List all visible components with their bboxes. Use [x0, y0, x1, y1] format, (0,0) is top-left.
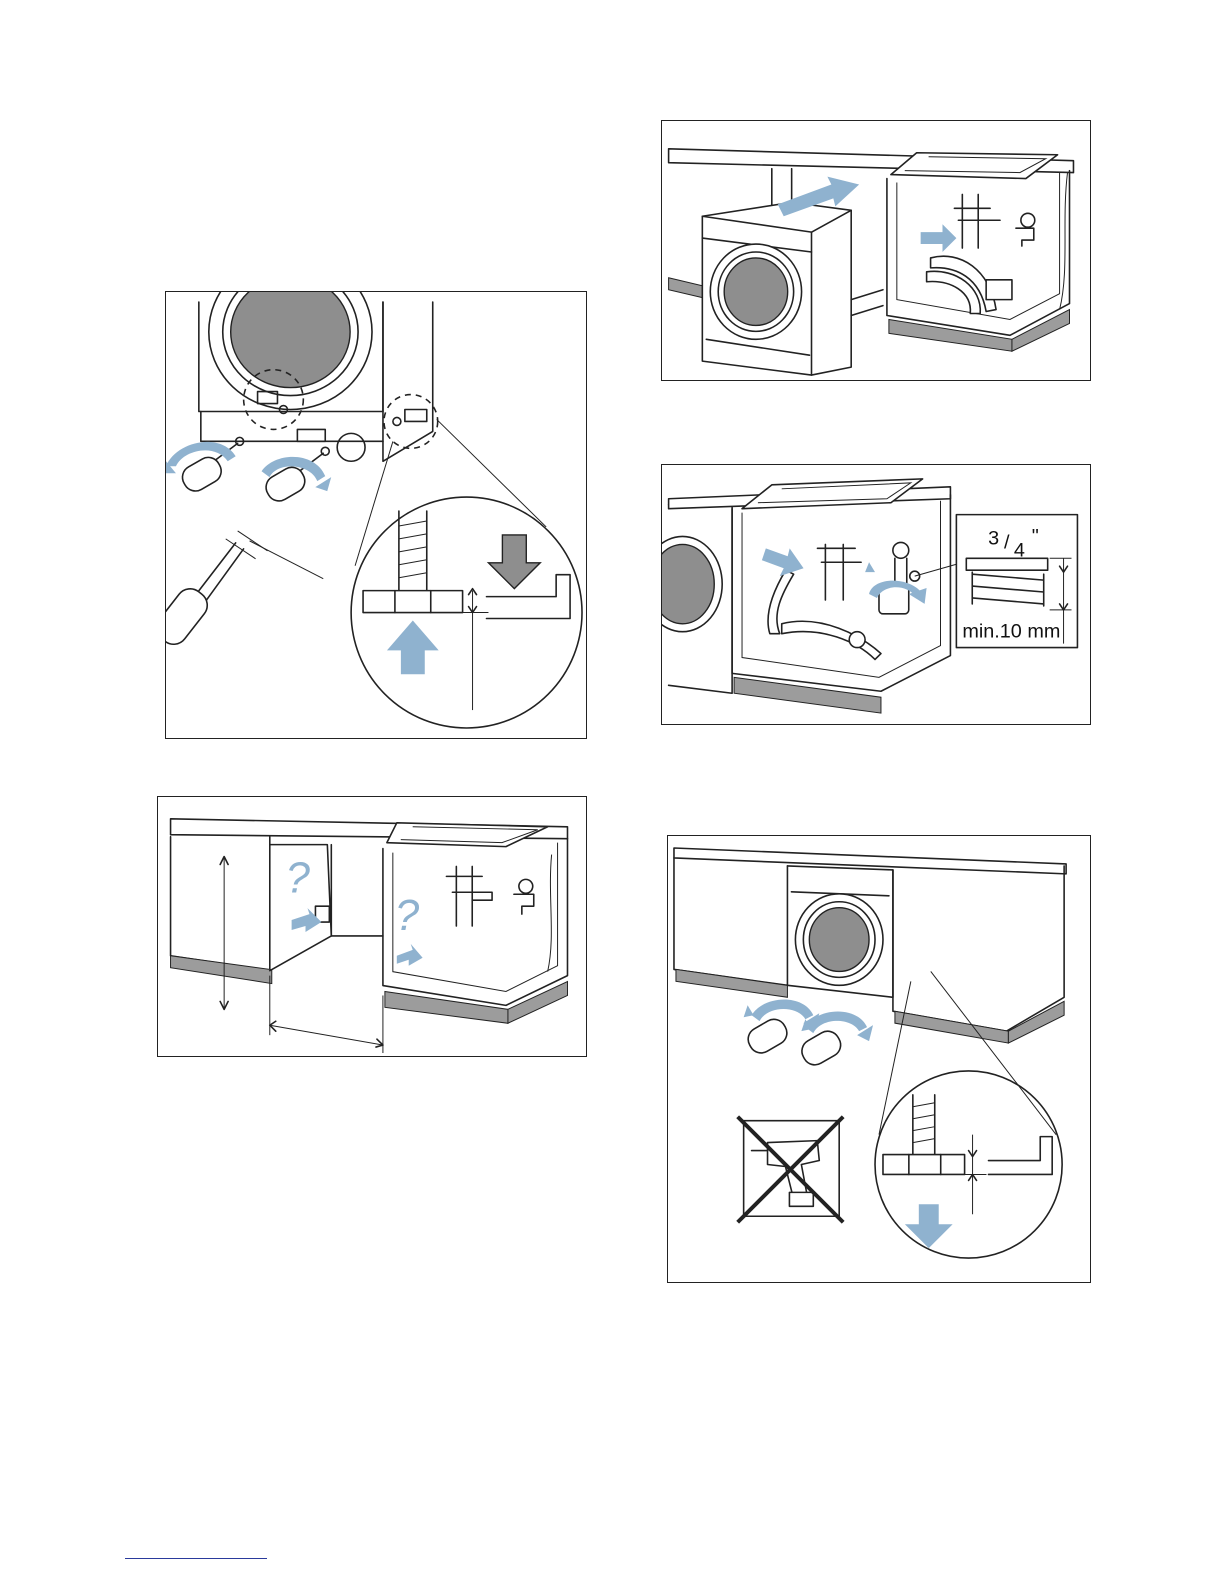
question-mark-right: ?: [395, 891, 420, 940]
thread-slash: /: [1004, 531, 1010, 553]
thread-min-length: min.10 mm: [962, 621, 1060, 643]
water-tap-illustration: 3 / 4 " min.10 mm: [662, 465, 1090, 724]
thread-size-whole: 3: [988, 527, 999, 549]
measure-niche-illustration: ? ?: [158, 797, 586, 1056]
figure-measure-niche: ? ?: [157, 796, 587, 1057]
figure-slide-in: [661, 120, 1091, 381]
water-tap-icon: [514, 879, 534, 914]
figure-adjust-feet: [165, 291, 587, 739]
cordless-drill-prohibited-icon: [738, 1117, 844, 1223]
thread-inch-mark: ": [1032, 525, 1039, 547]
question-mark-left: ?: [286, 853, 311, 902]
drum-window: [724, 258, 788, 325]
wrench-icon: [262, 447, 332, 505]
screwdriver-icon: [166, 531, 323, 650]
drum-window: [809, 908, 869, 972]
water-tap-icon: [1016, 213, 1035, 246]
slide-in-illustration: [662, 121, 1090, 380]
footer-link-underline: [125, 1558, 267, 1559]
figure-water-tap: 3 / 4 " min.10 mm: [661, 464, 1091, 725]
water-tap-icon: [879, 542, 920, 613]
figure-final-adjust: [667, 835, 1091, 1283]
final-adjust-illustration: [668, 836, 1090, 1282]
wrench-icon: [166, 437, 244, 495]
adjust-feet-illustration: [166, 292, 586, 738]
